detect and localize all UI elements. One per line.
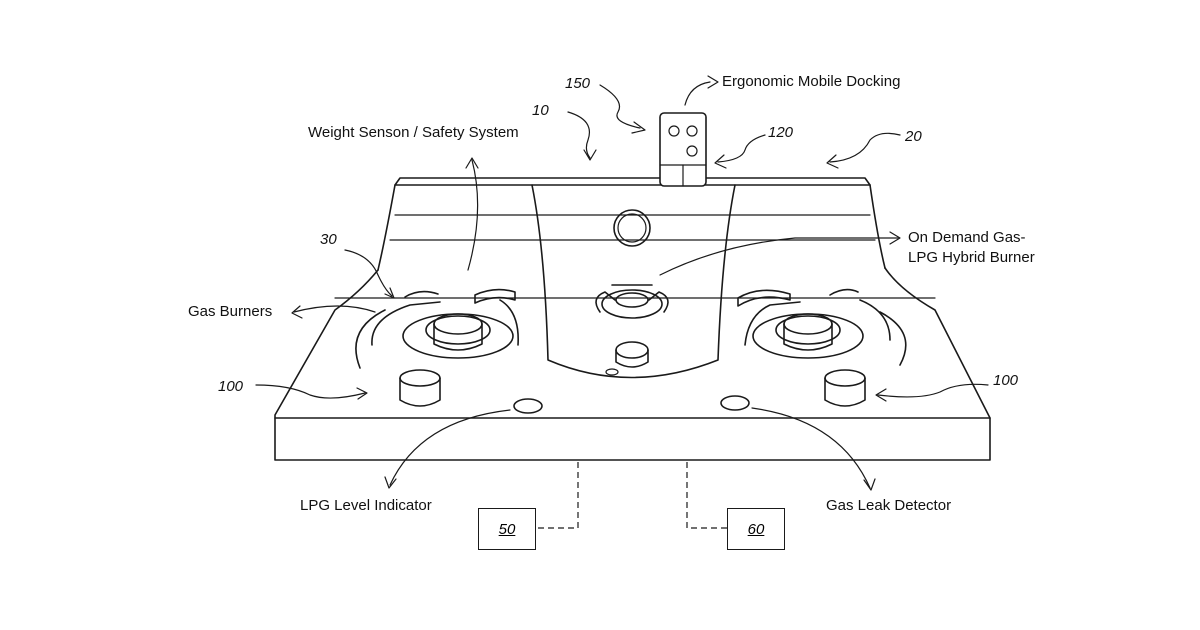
- lpg-lamp: [514, 399, 542, 413]
- leader-hybrid: [660, 238, 898, 275]
- leader-20: [830, 133, 900, 162]
- leader-leak: [752, 408, 870, 488]
- ref-10: 10: [532, 102, 549, 119]
- leader-10: [568, 112, 590, 158]
- leader-docking: [685, 82, 710, 105]
- label-mobile-docking: Ergonomic Mobile Docking: [722, 73, 900, 91]
- central-indicator-inner: [618, 214, 646, 242]
- label-lpg-level: LPG Level Indicator: [300, 497, 432, 515]
- leader-lpg: [390, 410, 510, 485]
- label-gas-leak: Gas Leak Detector: [826, 497, 951, 515]
- box-50: 50: [478, 508, 536, 550]
- back-panel: [378, 185, 885, 270]
- label-hybrid-burner-line1: On Demand Gas-: [908, 229, 1026, 247]
- wire-60: [687, 462, 727, 528]
- label-gas-burners: Gas Burners: [188, 303, 272, 321]
- ref-20: 20: [905, 128, 922, 145]
- ref-150: 150: [565, 75, 590, 92]
- box-60: 60: [727, 508, 785, 550]
- cooktop-outline: [275, 268, 990, 460]
- left-burner: [356, 290, 518, 368]
- right-knob: [825, 370, 865, 406]
- leader-120: [718, 135, 765, 162]
- ref-120: 120: [768, 124, 793, 141]
- ref-100-right: 100: [993, 372, 1018, 389]
- label-hybrid-burner-line2: LPG Hybrid Burner: [908, 249, 1035, 267]
- box-50-label: 50: [479, 521, 535, 538]
- leak-lamp: [721, 396, 749, 410]
- label-weight-sensor: Weight Senson / Safety System: [308, 124, 519, 142]
- ref-100-left: 100: [218, 378, 243, 395]
- ref-30: 30: [320, 231, 337, 248]
- box-60-label: 60: [728, 521, 784, 538]
- leader-100-right: [878, 384, 988, 397]
- leader-100-left: [256, 385, 365, 398]
- leader-30: [345, 250, 392, 296]
- wire-50: [535, 462, 578, 528]
- back-panel-top: [395, 178, 870, 185]
- right-burner: [738, 290, 906, 365]
- left-knob: [400, 370, 440, 406]
